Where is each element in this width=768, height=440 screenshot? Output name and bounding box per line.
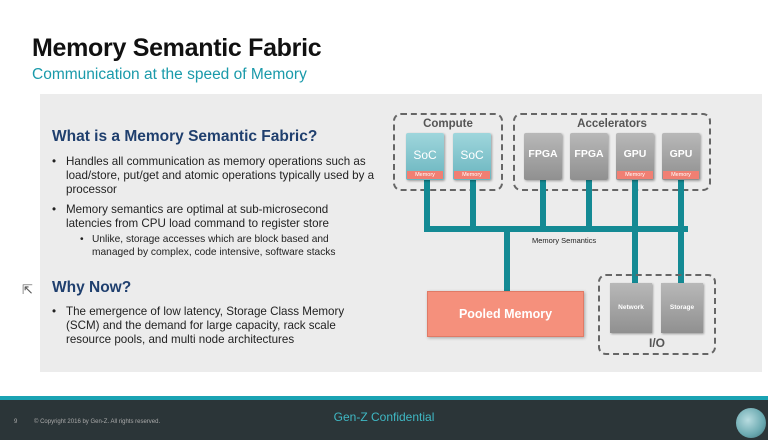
footer-accent-line [0,396,768,400]
memory-tag: Memory [663,171,699,179]
compute-group [393,113,503,191]
chip-label: GPU [669,148,693,160]
section-heading-what: What is a Memory Semantic Fabric? [52,128,318,145]
gpu-chip: GPU Memory [662,133,700,180]
bus-connector [632,179,638,285]
chip-label: FPGA [574,148,604,160]
what-bullet-list: Handles all communication as memory oper… [52,155,377,237]
chip-label: FPGA [528,148,558,160]
memory-tag: Memory [407,171,443,179]
confidential-label: Gen-Z Confidential [333,410,435,424]
sub-bullet-item: Unlike, storage accesses which are block… [80,234,370,259]
gpu-chip: GPU Memory [616,133,654,180]
fpga-chip: FPGA [570,133,608,180]
bullet-item: Handles all communication as memory oper… [52,155,377,197]
io-label: I/O [648,336,665,350]
bus-connector [586,179,592,229]
gen-z-logo-icon [736,408,766,438]
copyright-text: © Copyright 2016 by Gen-Z. All rights re… [34,419,161,425]
why-bullet-list: The emergence of low latency, Storage Cl… [52,305,377,353]
slide-title: Memory Semantic Fabric [32,34,322,62]
bus-connector [424,179,430,229]
chip-label: SoC [460,148,484,162]
fpga-chip: FPGA [524,133,562,180]
accelerators-label: Accelerators [577,118,647,130]
compute-label: Compute [423,118,473,130]
what-sub-bullet-list: Unlike, storage accesses which are block… [80,234,370,259]
page-number: 9 [14,419,18,425]
memory-semantics-label: Memory Semantics [532,236,597,245]
footer-bar [0,400,768,440]
chip-label: GPU [623,148,647,160]
memory-tag: Memory [617,171,653,179]
network-device: Network [610,283,652,333]
io-group [598,274,716,355]
slide-subtitle: Communication at the speed of Memory [32,66,307,83]
soc-chip: SoC Memory [406,133,444,180]
storage-device: Storage [661,283,703,333]
pooled-memory-block: Pooled Memory [427,291,584,337]
section-heading-why: Why Now? [52,279,132,296]
bullet-item: Memory semantics are optimal at sub-micr… [52,203,377,231]
cursor-icon: ⇱ [22,282,33,297]
bus-connector [540,179,546,229]
accelerators-group [513,113,711,191]
memory-tag: Memory [454,171,490,179]
bus-connector [678,179,684,285]
bus-connector [470,179,476,229]
memory-semantics-bus [424,226,688,232]
bus-connector [504,229,510,293]
chip-label: SoC [413,148,437,162]
soc-chip: SoC Memory [453,133,491,180]
bullet-item: The emergence of low latency, Storage Cl… [52,305,377,347]
